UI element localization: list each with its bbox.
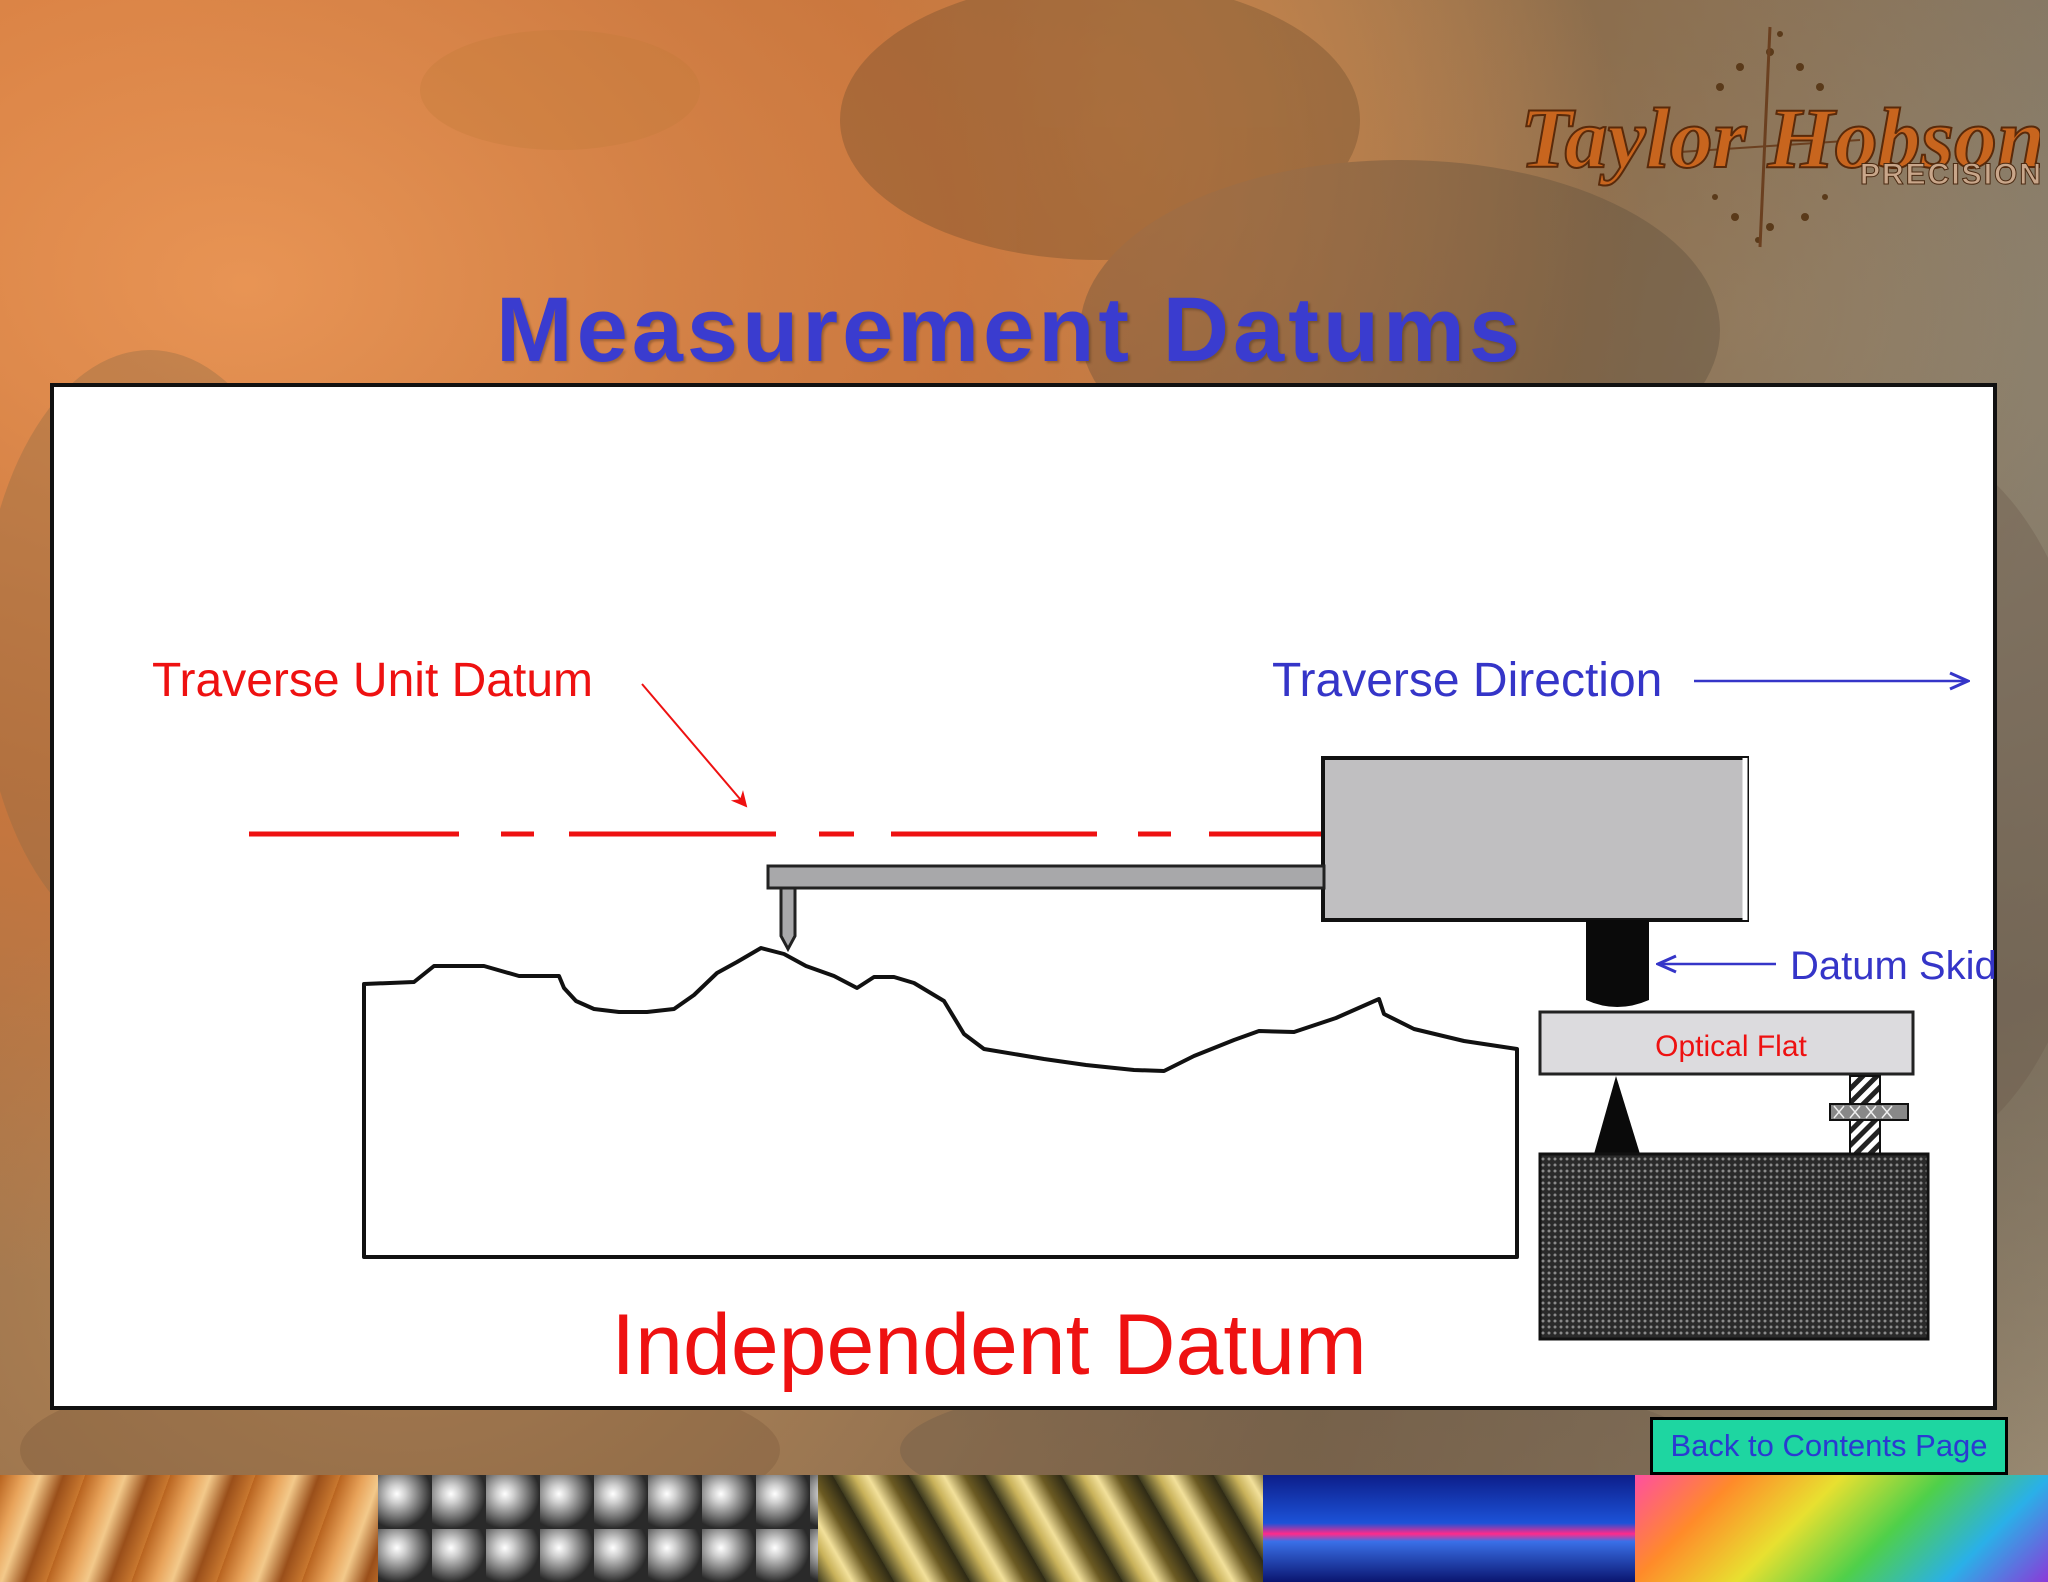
traverse-direction-label: Traverse Direction <box>1272 654 1662 707</box>
independent-datum-diagram: Traverse Unit Datum Traverse Direction D… <box>152 654 1997 1393</box>
optical-flat <box>1538 1010 1915 1076</box>
datum-base-block <box>1538 1152 1930 1341</box>
diagram-panel: Traverse Unit Datum Traverse Direction D… <box>50 383 1997 1410</box>
footer-image-spectrum <box>1635 1475 2048 1582</box>
footer-image-light-beam <box>1263 1475 1635 1582</box>
stylus-arm <box>766 864 1326 890</box>
footer-image-sand <box>0 1475 378 1582</box>
datum-skid <box>1586 920 1649 1007</box>
company-logo: Taylor Hobson PRECISION <box>1519 22 2046 252</box>
footer-image-ball-bearings <box>378 1475 818 1582</box>
diagram-caption: Independent Datum <box>611 1297 1366 1393</box>
stylus-tip <box>779 886 797 953</box>
datum-pointer-arrow <box>641 683 748 808</box>
back-to-contents-button[interactable]: Back to Contents Page <box>1650 1417 2008 1475</box>
datum-skid-label: Datum Skid <box>1790 944 1997 988</box>
traverse-unit-datum-label: Traverse Unit Datum <box>152 654 593 707</box>
traverse-unit-body <box>1321 756 1749 922</box>
support-cone <box>1594 1076 1640 1154</box>
page-title: Measurement Datums <box>495 279 1525 381</box>
svg-text:PRECISION: PRECISION <box>1860 158 2040 191</box>
optical-flat-label: Optical Flat <box>1655 1030 1807 1063</box>
svg-text:Taylor Hobson: Taylor Hobson <box>1520 90 2040 186</box>
workpiece-profile <box>362 946 1519 1259</box>
footer-image-gears <box>818 1475 1263 1582</box>
